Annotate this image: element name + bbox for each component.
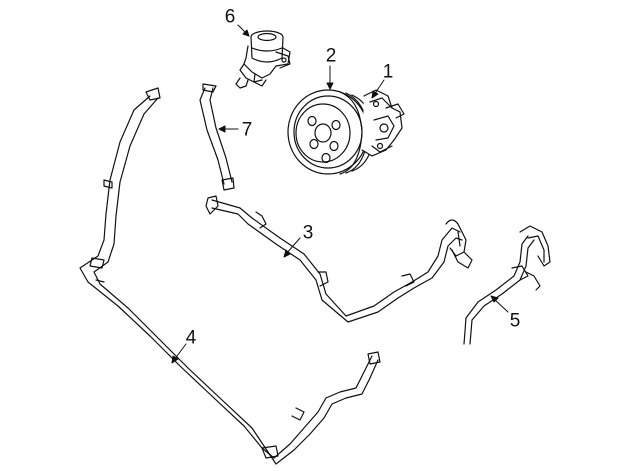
callout-7: 7 [241,119,253,141]
power-steering-pump-drawing [362,90,404,156]
reservoir-hose-drawing [200,84,234,190]
callout-6: 6 [224,6,236,28]
return-line-drawing [80,88,380,464]
callout-3: 3 [302,222,314,244]
callout-1: 1 [382,61,394,83]
cooler-line-drawing [464,226,550,344]
leader-lines [171,24,509,364]
reservoir-drawing [236,31,290,88]
pump-pulley-drawing [288,90,374,174]
callout-4: 4 [185,327,197,349]
callout-2: 2 [325,45,337,67]
callout-5: 5 [509,310,521,332]
pressure-hose-drawing [206,196,472,322]
